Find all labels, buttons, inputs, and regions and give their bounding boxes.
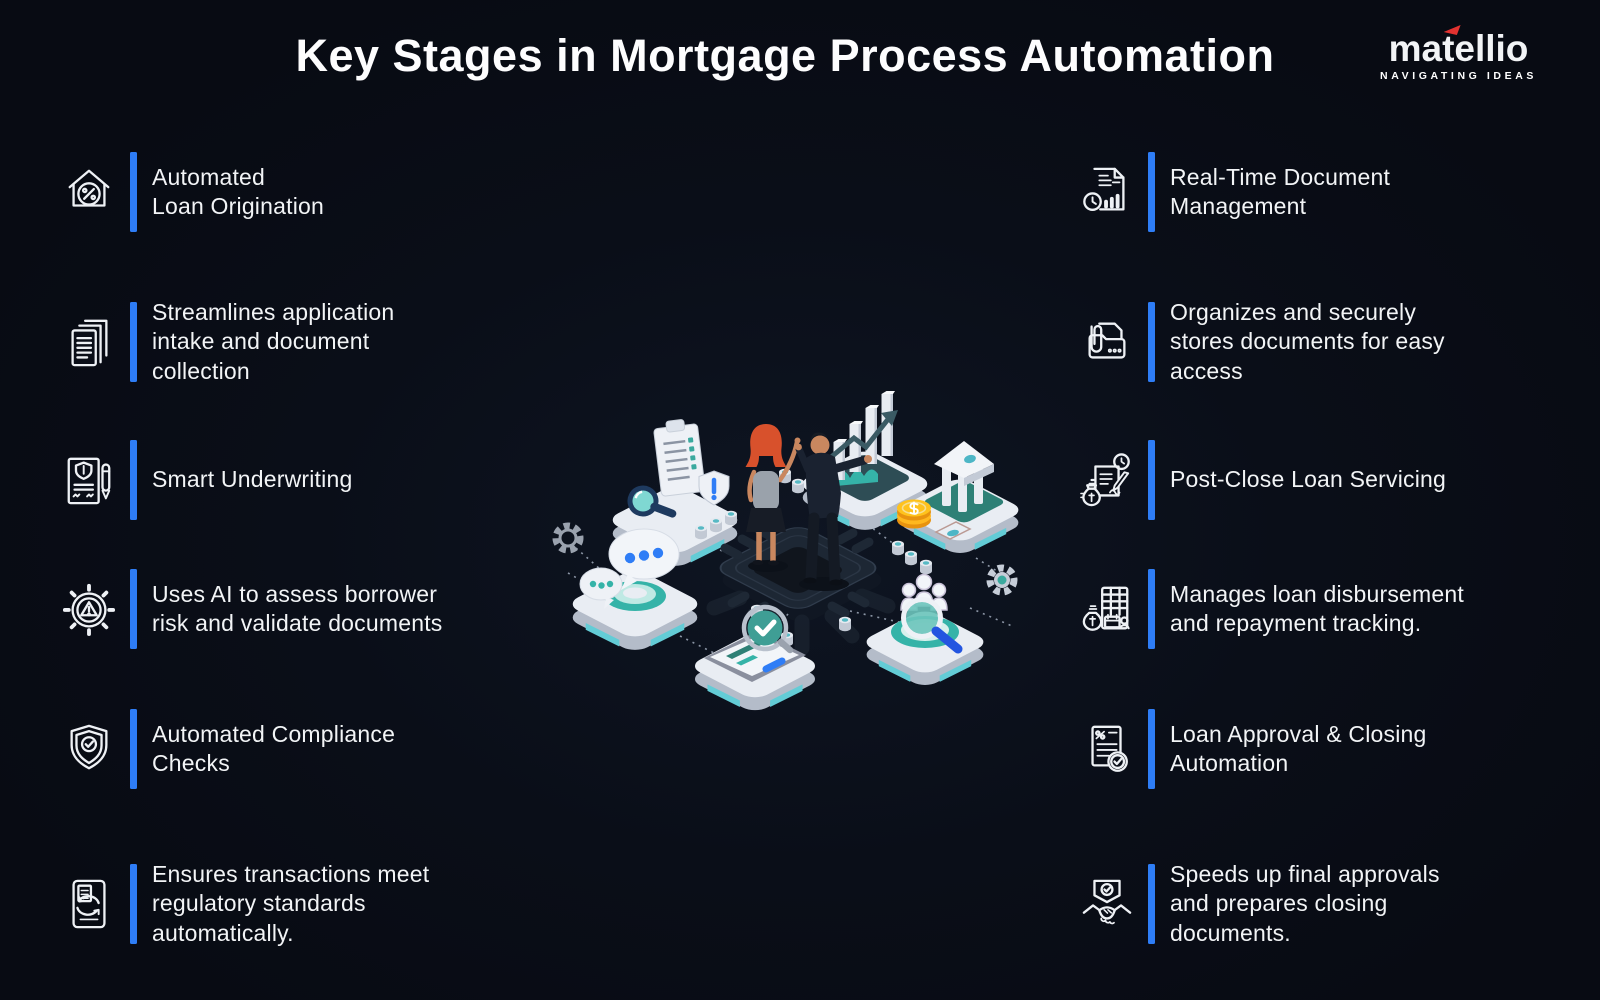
customer-search-platform xyxy=(859,573,991,689)
accent-bar xyxy=(130,440,137,520)
logo-flag-icon xyxy=(1443,25,1461,35)
stage-item-post-close-servicing: Post-Close Loan Servicing xyxy=(1078,440,1446,520)
chat-bubbles-platform xyxy=(565,528,705,654)
stage-item-approval-closing: Loan Approval & Closing Automation xyxy=(1078,709,1427,789)
stage-item-smart-underwriting: Smart Underwriting xyxy=(60,440,352,520)
accent-bar xyxy=(1148,569,1155,649)
stage-item-final-approvals: Speeds up final approvals and prepares c… xyxy=(1078,861,1440,946)
check-magnifier xyxy=(741,604,794,654)
advisor-and-client-figures xyxy=(745,424,872,591)
stage-item-text: Ensures transactions meet regulatory sta… xyxy=(152,860,430,946)
matellio-logo: matellio NAVIGATING IDEAS xyxy=(1380,25,1537,82)
stage-item-text: Smart Underwriting xyxy=(152,466,353,493)
stage-item-loan-origination: Automated Loan Origination xyxy=(60,152,324,232)
gear-right xyxy=(986,564,1018,596)
stage-item-text: Streamlines application intake and docum… xyxy=(152,298,395,384)
accent-bar xyxy=(130,569,137,649)
stage-item-text: Automated Compliance Checks xyxy=(152,720,396,777)
stage-item-text: Automated Loan Origination xyxy=(152,163,324,220)
stage-item-text: Speeds up final approvals and prepares c… xyxy=(1170,860,1440,946)
stage-item-regulatory-standards: Ensures transactions meet regulatory sta… xyxy=(60,861,429,946)
cpu-chip-base xyxy=(719,525,877,618)
accent-bar xyxy=(1148,302,1155,382)
document-check-platform xyxy=(687,604,823,713)
stage-item-text: Manages loan disbursement and repayment … xyxy=(1170,580,1464,637)
bank-and-coins-platform xyxy=(894,441,1026,557)
speech-bubble-small xyxy=(579,567,623,609)
house-percent-icon xyxy=(60,155,118,229)
stage-item-ai-risk: Uses AI to assess borrower risk and vali… xyxy=(60,569,443,649)
stage-item-text: Post-Close Loan Servicing xyxy=(1170,466,1447,493)
search-magnifier xyxy=(901,597,963,654)
advisor-figure xyxy=(795,432,872,586)
accent-bar xyxy=(1148,864,1155,944)
document-sync-icon xyxy=(60,867,118,941)
accent-bar xyxy=(1148,709,1155,789)
accent-bar xyxy=(130,709,137,789)
center-illustration xyxy=(552,391,1026,713)
checklist-shield-magnifier-platform xyxy=(605,419,745,570)
stage-item-text: Loan Approval & Closing Automation xyxy=(1170,720,1427,777)
folder-paperclip-icon xyxy=(1078,305,1136,379)
stage-item-document-management: Real-Time Document Management xyxy=(1078,152,1390,232)
logo-wordmark: matellio xyxy=(1389,25,1528,67)
stage-item-text: Organizes and securely stores documents … xyxy=(1170,298,1445,384)
contract-shield-pen-icon xyxy=(60,443,118,517)
shield-check-icon xyxy=(60,712,118,786)
stage-item-text: Uses AI to assess borrower risk and vali… xyxy=(152,580,443,637)
ledger-moneybag-icon xyxy=(1078,572,1136,646)
accent-bar xyxy=(1148,152,1155,232)
documents-stack-icon xyxy=(60,305,118,379)
gear-left xyxy=(552,522,584,554)
handshake-badge-icon xyxy=(1078,867,1136,941)
speech-bubble-large xyxy=(608,528,680,590)
accent-bar xyxy=(130,302,137,382)
accent-bar xyxy=(130,152,137,232)
document-clock-chart-icon xyxy=(1078,155,1136,229)
approval-document-icon xyxy=(1078,712,1136,786)
gear-warning-icon xyxy=(60,572,118,646)
accent-bar xyxy=(1148,440,1155,520)
stage-item-text: Real-Time Document Management xyxy=(1170,163,1391,220)
logo-tagline: NAVIGATING IDEAS xyxy=(1380,70,1537,82)
stage-item-secure-storage: Organizes and securely stores documents … xyxy=(1078,299,1445,384)
stage-item-compliance-checks: Automated Compliance Checks xyxy=(60,709,395,789)
accent-bar xyxy=(130,864,137,944)
loan-servicing-icon xyxy=(1078,443,1136,517)
page-title: Key Stages in Mortgage Process Automatio… xyxy=(295,30,1275,81)
client-figure xyxy=(745,424,801,566)
stage-item-disbursement-tracking: Manages loan disbursement and repayment … xyxy=(1078,569,1464,649)
gold-coins xyxy=(897,499,931,529)
stage-item-application-intake: Streamlines application intake and docum… xyxy=(60,299,394,384)
